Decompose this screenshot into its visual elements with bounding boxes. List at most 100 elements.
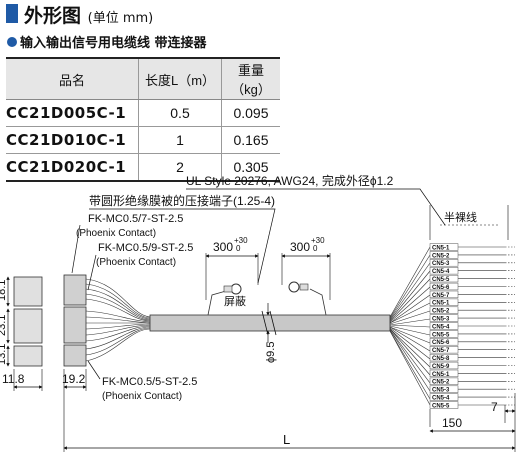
title-accent-bar [6, 4, 18, 23]
connector-side-top [13, 276, 43, 307]
connector-bot [63, 344, 87, 367]
wire-label: CN5-3 [432, 388, 450, 394]
dim-150: 150 [442, 416, 462, 430]
connector-mid-maker: (Phoenix Contact) [96, 257, 176, 268]
wire-tag [429, 353, 459, 362]
part-number: CC21D005C-1 [6, 99, 139, 127]
wire-tag [429, 259, 459, 267]
shield-label: 屏蔽 [224, 295, 246, 308]
terminal-barrel-right [299, 283, 309, 291]
title-text: 外形图 [24, 5, 82, 27]
wire-tag [429, 274, 459, 283]
length-value: 2 [138, 153, 222, 182]
tol-plus-right: +30 [311, 236, 325, 245]
connector-top-leader [71, 224, 81, 274]
wire-tag [429, 346, 459, 354]
wire-label: CN5-7 [432, 293, 450, 299]
tol-zero-left: 0 [236, 244, 241, 253]
dim-7: 7 [491, 400, 498, 414]
tol-zero-right: 0 [313, 244, 318, 253]
connector-side-bot [13, 345, 43, 367]
dim-11-8: 11.8 [2, 372, 25, 386]
wire-label: CN5-9 [432, 364, 450, 370]
wire-tag [429, 393, 459, 401]
terminal-label: 带圆形绝缘膜被的压接端子(1.25-4) [89, 193, 275, 208]
wire-tag [429, 401, 459, 409]
wire-tag [429, 322, 459, 330]
terminal-ring-left [230, 283, 242, 295]
wire-tag [429, 267, 459, 275]
page-title: 外形图 (单位 mm) [24, 1, 153, 28]
table-row: CC21D020C-1 2 0.305 [6, 153, 280, 182]
dim-19-2: 19.2 [62, 372, 86, 386]
table-row: CC21D005C-1 0.5 0.095 [6, 99, 280, 127]
length-value: 0.5 [138, 99, 222, 127]
connector-mid [63, 306, 87, 344]
connector-side-mid [13, 308, 43, 344]
wire-tag [429, 298, 459, 306]
wire-tag [429, 369, 459, 378]
tol-plus-left: +30 [234, 236, 248, 245]
col-header-length: 长度L（m） [138, 57, 222, 100]
cable-drawing: UL Style 20276, AWG24, 完成外径ϕ1.2 带圆形绝缘膜被的… [0, 173, 516, 452]
wire-tag [429, 243, 459, 251]
wire-label: CN5-4 [432, 324, 450, 330]
half-strip-label: 半裸线 [444, 210, 477, 224]
wire-tag [429, 314, 459, 322]
wire-label: CN5-1 [432, 372, 450, 378]
wire-tag [429, 251, 459, 259]
table-row: CC21D010C-1 1 0.165 [6, 126, 280, 154]
wire-label-column: CN5-1CN5-2CN5-3CN5-4CN5-5CN5-6CN5-7CN5-1… [429, 243, 515, 409]
spec-table: 品名 长度L（m） 重量（kg） CC21D005C-1 0.5 0.095 C… [6, 57, 280, 182]
connector-bot-label: FK-MC0.5/5-ST-2.5 [102, 376, 197, 388]
shield-drain-left [207, 290, 227, 316]
wire-label: CN5-2 [432, 253, 450, 259]
weight-value: 0.165 [221, 126, 280, 154]
terminal-barrel-left [223, 285, 233, 293]
connector-top [63, 274, 87, 306]
col-header-part: 品名 [6, 57, 139, 100]
dim-300-left: 300 [213, 240, 233, 254]
cable-sheath [149, 314, 391, 332]
col-header-weight: 重量（kg） [221, 57, 280, 100]
wire-tag [429, 282, 459, 291]
weight-value: 0.305 [221, 153, 280, 182]
wire-tag [429, 330, 459, 338]
wire-label: CN5-5 [432, 277, 450, 283]
dim-13-1: 13.1 [0, 344, 8, 365]
length-value: 1 [138, 126, 222, 154]
wire-label: CN5-4 [432, 269, 450, 275]
wire-label: CN5-4 [432, 396, 450, 402]
left-wire-fan [85, 278, 151, 362]
connector-mid-label: FK-MC0.5/9-ST-2.5 [98, 242, 193, 254]
section-subtitle: 输入输出信号用电缆线 带连接器 [20, 36, 207, 51]
wire-label: CN5-5 [432, 332, 450, 338]
wire-label: CN5-6 [432, 340, 450, 346]
spec-header-row: 品名 长度L（m） 重量（kg） [6, 57, 280, 100]
connector-bot-leader [87, 360, 101, 380]
dim-300-right: 300 [290, 240, 310, 254]
wire-tag [429, 377, 459, 385]
dim-18-1: 18.1 [0, 280, 8, 301]
part-number: CC21D020C-1 [6, 153, 139, 182]
wire-label: CN5-3 [432, 261, 450, 267]
connector-top-label: FK-MC0.5/7-ST-2.5 [88, 213, 183, 225]
connector-bot-maker: (Phoenix Contact) [102, 391, 182, 402]
connector-top-maker: (Phoenix Contact) [76, 228, 156, 239]
part-number: CC21D010C-1 [6, 126, 139, 154]
connector-blocks [13, 274, 87, 367]
bullet-icon [7, 37, 17, 47]
dim-L: L [283, 432, 290, 447]
wire-label: CN5-2 [432, 380, 450, 386]
wire-label: CN5-6 [432, 285, 450, 291]
connector-mid-leader [87, 254, 97, 291]
terminal-ring-right [288, 281, 300, 293]
shield-drain-right [309, 288, 327, 316]
cable-spec-label: UL Style 20276, AWG24, 完成外径ϕ1.2 [186, 173, 394, 188]
wire-label: CN5-1 [432, 245, 450, 251]
wire-label: CN5-3 [432, 317, 450, 323]
right-wire-fan [389, 246, 431, 406]
diameter-label: ϕ9.5 [265, 342, 277, 363]
cable-spec-leader [186, 188, 446, 226]
wire-tag [429, 361, 459, 370]
